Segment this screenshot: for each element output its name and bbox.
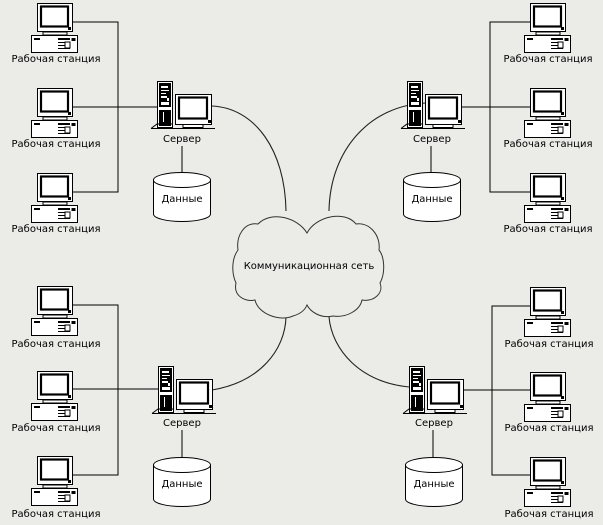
database[interactable]: Данные — [405, 457, 463, 507]
database-label: Данные — [161, 479, 202, 490]
database[interactable]: Данные — [153, 457, 211, 507]
database-label: Данные — [411, 194, 452, 205]
server-label: Сервер — [415, 418, 453, 429]
workstation[interactable]: Рабочая станция — [12, 285, 101, 351]
workstation[interactable]: Рабочая станция — [12, 87, 101, 151]
workstation[interactable]: Рабочая станция — [504, 87, 593, 151]
workstation-icon — [30, 2, 79, 54]
workstation-label: Рабочая станция — [12, 509, 101, 520]
workstation-label: Рабочая станция — [505, 339, 594, 350]
workstation[interactable]: Рабочая станция — [504, 172, 593, 236]
server-icon — [149, 80, 217, 130]
cluster-bottom-right-wiring — [432, 305, 530, 476]
workstation-label: Рабочая станция — [504, 54, 593, 65]
workstation-icon — [523, 371, 572, 423]
workstation-icon — [30, 455, 79, 507]
workstation[interactable]: Рабочая станция — [12, 2, 101, 66]
workstation[interactable]: Рабочая станция — [504, 2, 593, 66]
workstation-label: Рабочая станция — [505, 509, 594, 520]
workstation-icon — [523, 172, 572, 224]
workstation-label: Рабочая станция — [12, 139, 101, 150]
workstation-label: Рабочая станция — [12, 224, 101, 235]
cluster-top-right-wiring — [430, 21, 530, 193]
server-label: Сервер — [163, 134, 201, 145]
network-label: Коммуникационная сеть — [244, 261, 375, 272]
server[interactable]: Сервер — [149, 80, 217, 146]
database-label: Данные — [161, 194, 202, 205]
workstation-label: Рабочая станция — [504, 139, 593, 150]
database-label: Данные — [413, 479, 454, 490]
workstation-label: Рабочая станция — [12, 339, 101, 350]
workstation[interactable]: Рабочая станция — [12, 455, 101, 521]
workstation-label: Рабочая станция — [12, 54, 101, 65]
link-bottom-left — [211, 316, 287, 391]
cluster-bottom-left-wiring — [73, 304, 183, 476]
cluster-bottom-right: Рабочая станция Рабочая станция Рабочая … — [401, 286, 594, 521]
server-icon — [399, 80, 467, 130]
database[interactable]: Данные — [403, 172, 461, 222]
server-label: Сервер — [163, 418, 201, 429]
workstation[interactable]: Рабочая станция — [505, 286, 594, 351]
cluster-top-left: Рабочая станция Рабочая станция Рабочая … — [12, 2, 217, 236]
workstation[interactable]: Рабочая станция — [505, 456, 594, 521]
workstation-icon — [523, 286, 572, 338]
workstation-label: Рабочая станция — [504, 224, 593, 235]
workstation-icon — [30, 285, 79, 337]
workstation-label: Рабочая станция — [12, 423, 101, 434]
cluster-top-left-wiring — [73, 21, 183, 193]
workstation[interactable]: Рабочая станция — [12, 172, 101, 236]
workstation-icon — [523, 456, 572, 508]
workstation-icon — [523, 87, 572, 139]
server-icon — [401, 365, 469, 415]
workstation-icon — [30, 370, 79, 422]
workstation[interactable]: Рабочая станция — [12, 370, 101, 435]
link-top-left — [211, 105, 287, 212]
server[interactable]: Сервер — [401, 365, 469, 430]
server-icon — [150, 365, 218, 415]
cluster-bottom-left: Рабочая станция Рабочая станция Рабочая … — [12, 285, 218, 521]
workstation[interactable]: Рабочая станция — [505, 371, 594, 435]
workstation-label: Рабочая станция — [505, 423, 594, 434]
link-bottom-right — [328, 316, 410, 388]
workstation-icon — [30, 87, 79, 139]
cluster-top-right: Рабочая станция Рабочая станция Рабочая … — [399, 2, 593, 236]
communication-network-cloud: Коммуникационная сеть — [232, 215, 385, 319]
server[interactable]: Сервер — [150, 365, 218, 430]
workstation-icon — [523, 2, 572, 54]
server-label: Сервер — [413, 134, 451, 145]
workstation-icon — [30, 172, 79, 224]
database[interactable]: Данные — [153, 172, 211, 222]
server[interactable]: Сервер — [399, 80, 467, 146]
